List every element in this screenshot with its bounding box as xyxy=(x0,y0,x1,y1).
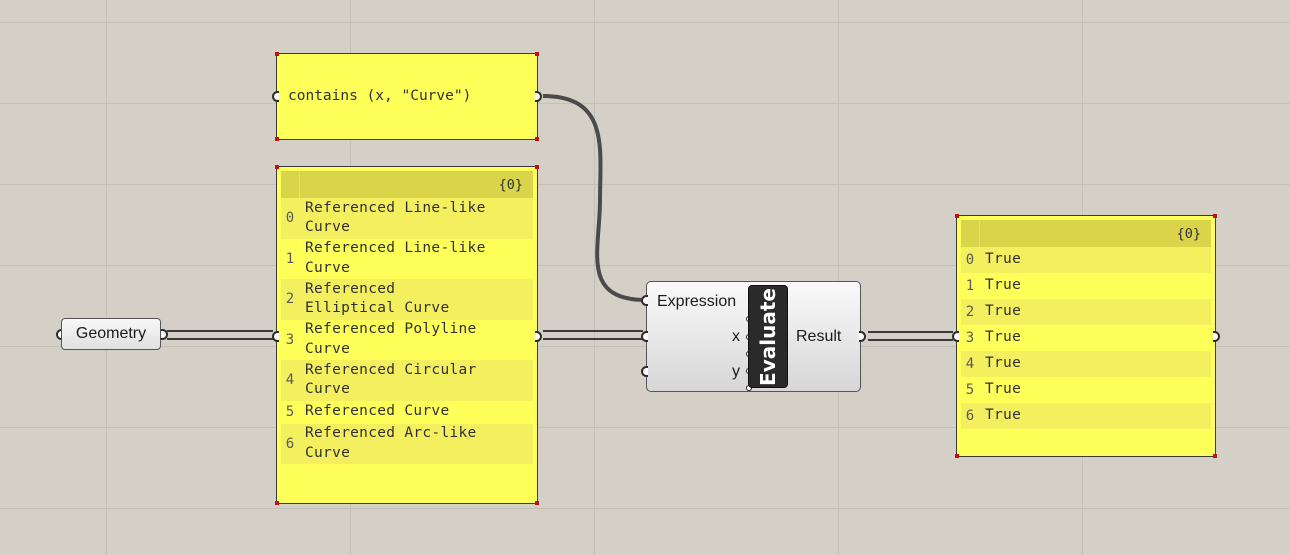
path-label: {0} xyxy=(498,177,523,193)
item-value: True xyxy=(985,355,1022,372)
item-index: 3 xyxy=(965,330,975,346)
expression-input-label: Expression xyxy=(657,293,737,310)
item-value: True xyxy=(985,381,1022,398)
list-item[interactable]: 4 True xyxy=(961,351,1211,377)
item-value: True xyxy=(985,329,1022,346)
expression-text: contains (x, "Curve") xyxy=(288,88,472,104)
list-item[interactable]: 2 True xyxy=(961,299,1211,325)
geometry-label: Geometry xyxy=(75,325,147,342)
geometry-output-grip[interactable] xyxy=(161,329,168,340)
evaluate-component[interactable]: Expression x y Evaluate Result xyxy=(641,281,866,392)
list-header: {0} xyxy=(961,220,1211,249)
x-input-grip[interactable] xyxy=(641,331,648,342)
x-input-label: x xyxy=(732,328,740,345)
list-item[interactable]: 1 True xyxy=(961,273,1211,299)
wire-result-to-panel xyxy=(868,331,953,341)
item-index: 2 xyxy=(965,304,975,320)
list-header: {0} xyxy=(281,171,533,200)
y-input-label: y xyxy=(732,363,740,380)
item-value: True xyxy=(985,303,1022,320)
item-index: 5 xyxy=(285,404,295,420)
item-index: 2 xyxy=(285,291,295,308)
evaluate-name-tab: Evaluate xyxy=(748,285,788,388)
item-index: 1 xyxy=(965,278,975,294)
geometry-input-grip[interactable] xyxy=(56,329,63,340)
output-grip[interactable] xyxy=(1213,331,1220,342)
list-item[interactable]: 0 True xyxy=(961,247,1211,273)
item-index: 6 xyxy=(285,435,295,452)
input-grip[interactable] xyxy=(272,331,279,342)
expression-input-grip[interactable] xyxy=(641,295,648,306)
geometry-param[interactable]: Geometry xyxy=(61,318,161,350)
list-item[interactable]: 6 True xyxy=(961,403,1211,429)
item-index: 4 xyxy=(965,356,975,372)
output-grip[interactable] xyxy=(535,91,542,102)
list-item[interactable]: 5 Referenced Curve xyxy=(281,401,533,424)
item-index: 6 xyxy=(965,408,975,424)
item-index: 3 xyxy=(285,331,295,348)
input-grip[interactable] xyxy=(272,91,279,102)
item-value: True xyxy=(985,407,1022,424)
expression-panel[interactable]: contains (x, "Curve") xyxy=(272,52,542,141)
input-grip[interactable] xyxy=(952,331,959,342)
item-value: True xyxy=(985,277,1022,294)
item-index: 1 xyxy=(285,250,295,267)
y-input-grip[interactable] xyxy=(641,366,648,377)
item-index: 5 xyxy=(965,382,975,398)
component-name: Evaluate xyxy=(756,287,780,386)
result-output-label: Result xyxy=(796,328,842,345)
path-label: {0} xyxy=(1176,226,1201,242)
wire-list-to-x xyxy=(543,330,643,340)
item-value: True xyxy=(985,251,1022,268)
item-index: 0 xyxy=(965,252,975,268)
item-index: 4 xyxy=(285,372,295,389)
wire-geometry-to-list xyxy=(167,330,273,340)
list-item[interactable]: 5 True xyxy=(961,377,1211,403)
item-index: 0 xyxy=(285,210,295,227)
output-grip[interactable] xyxy=(535,331,542,342)
wire-expression xyxy=(542,94,647,302)
list-item[interactable]: 3 True xyxy=(961,325,1211,351)
result-output-grip[interactable] xyxy=(859,331,866,342)
item-text: Referenced Curve xyxy=(305,403,450,420)
